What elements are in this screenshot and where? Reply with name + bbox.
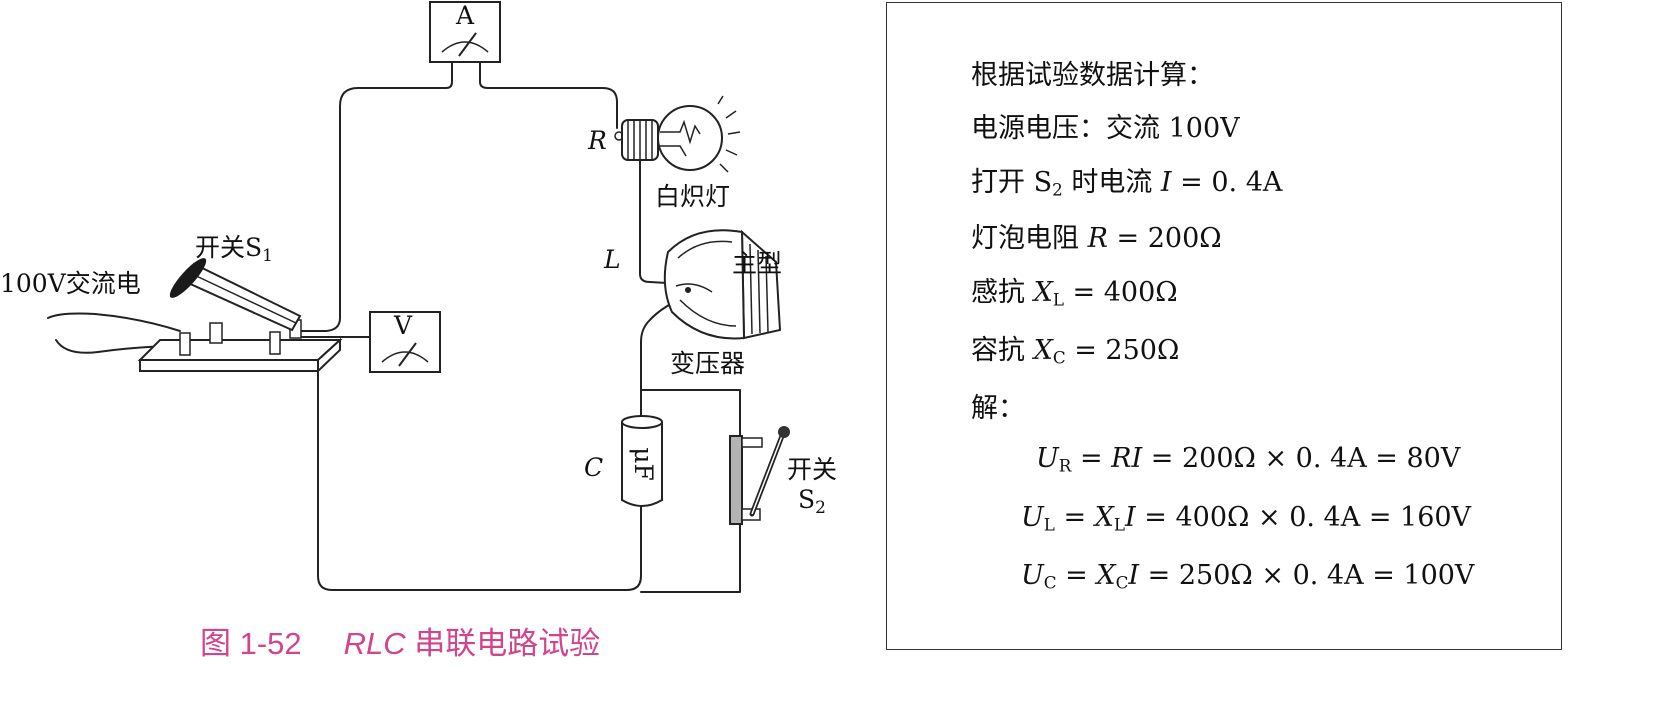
calc-heading: 根据试验数据计算： <box>971 60 1214 91</box>
ammeter-label: A <box>455 1 475 30</box>
calc-ul-equation: UL = XLI = 400Ω × 0. 4A = 160V <box>1021 502 1472 535</box>
figure-title: RLC 串联电路试验 <box>343 626 601 661</box>
switch-s1 <box>137 258 343 374</box>
figure-caption: 图 1-52 RLC 串联电路试验 <box>200 624 600 664</box>
switch-s2 <box>729 426 790 525</box>
calc-uc-equation: UC = XCI = 250Ω × 0. 4A = 100V <box>1021 560 1475 593</box>
wire-node-to-switch2 <box>640 389 741 437</box>
wire-switch2-to-return <box>640 523 741 593</box>
switch2-label: 开关 <box>787 455 837 484</box>
switch1-label: 开关S1 <box>195 233 273 266</box>
voltmeter: V <box>369 311 441 373</box>
voltmeter-label: V <box>393 311 413 340</box>
transformer <box>663 229 782 340</box>
calc-current: 打开 S2 时电流 I = 0. 4A <box>971 167 1283 200</box>
calc-solution-label: 解： <box>971 393 1025 424</box>
transformer-mark: 主型 <box>732 249 782 278</box>
wire-lamp-to-transformer <box>639 159 685 285</box>
wire-ammeter-to-switch <box>299 61 453 332</box>
switch2-symbol: S2 <box>798 485 826 518</box>
wire-ammeter-to-lamp <box>479 61 618 129</box>
inductor-label: L <box>603 245 621 274</box>
resistor-label: R <box>587 126 607 155</box>
calc-lamp-resistance: 灯泡电阻 R = 200Ω <box>971 223 1222 254</box>
calculation-box: 根据试验数据计算： 电源电压：交流 100V 打开 S2 时电流 I = 0. … <box>886 2 1562 650</box>
wire-source-1 <box>47 312 181 332</box>
calc-inductive-reactance: 感抗 XL = 400Ω <box>971 277 1178 310</box>
calc-supply-voltage: 电源电压：交流 100V <box>971 113 1240 144</box>
rlc-circuit-diagram: A V R 白炽灯 <box>0 1 837 593</box>
wire-capacitor-to-return <box>317 349 642 591</box>
transformer-label: 变压器 <box>670 349 745 378</box>
calc-capacitive-reactance: 容抗 XC = 250Ω <box>971 335 1180 368</box>
source-label: 100V交流电 <box>0 269 141 298</box>
capacitor-unit-label: μF <box>629 447 658 481</box>
incandescent-lamp <box>614 95 741 173</box>
lamp-label: 白炽灯 <box>655 182 730 211</box>
ammeter: A <box>429 1 501 63</box>
figure-number: 图 1-52 <box>200 626 302 661</box>
calc-ur-equation: UR = RI = 200Ω × 0. 4A = 80V <box>1036 443 1461 476</box>
capacitor-label: C <box>584 453 603 482</box>
capacitor: μF <box>621 415 663 507</box>
